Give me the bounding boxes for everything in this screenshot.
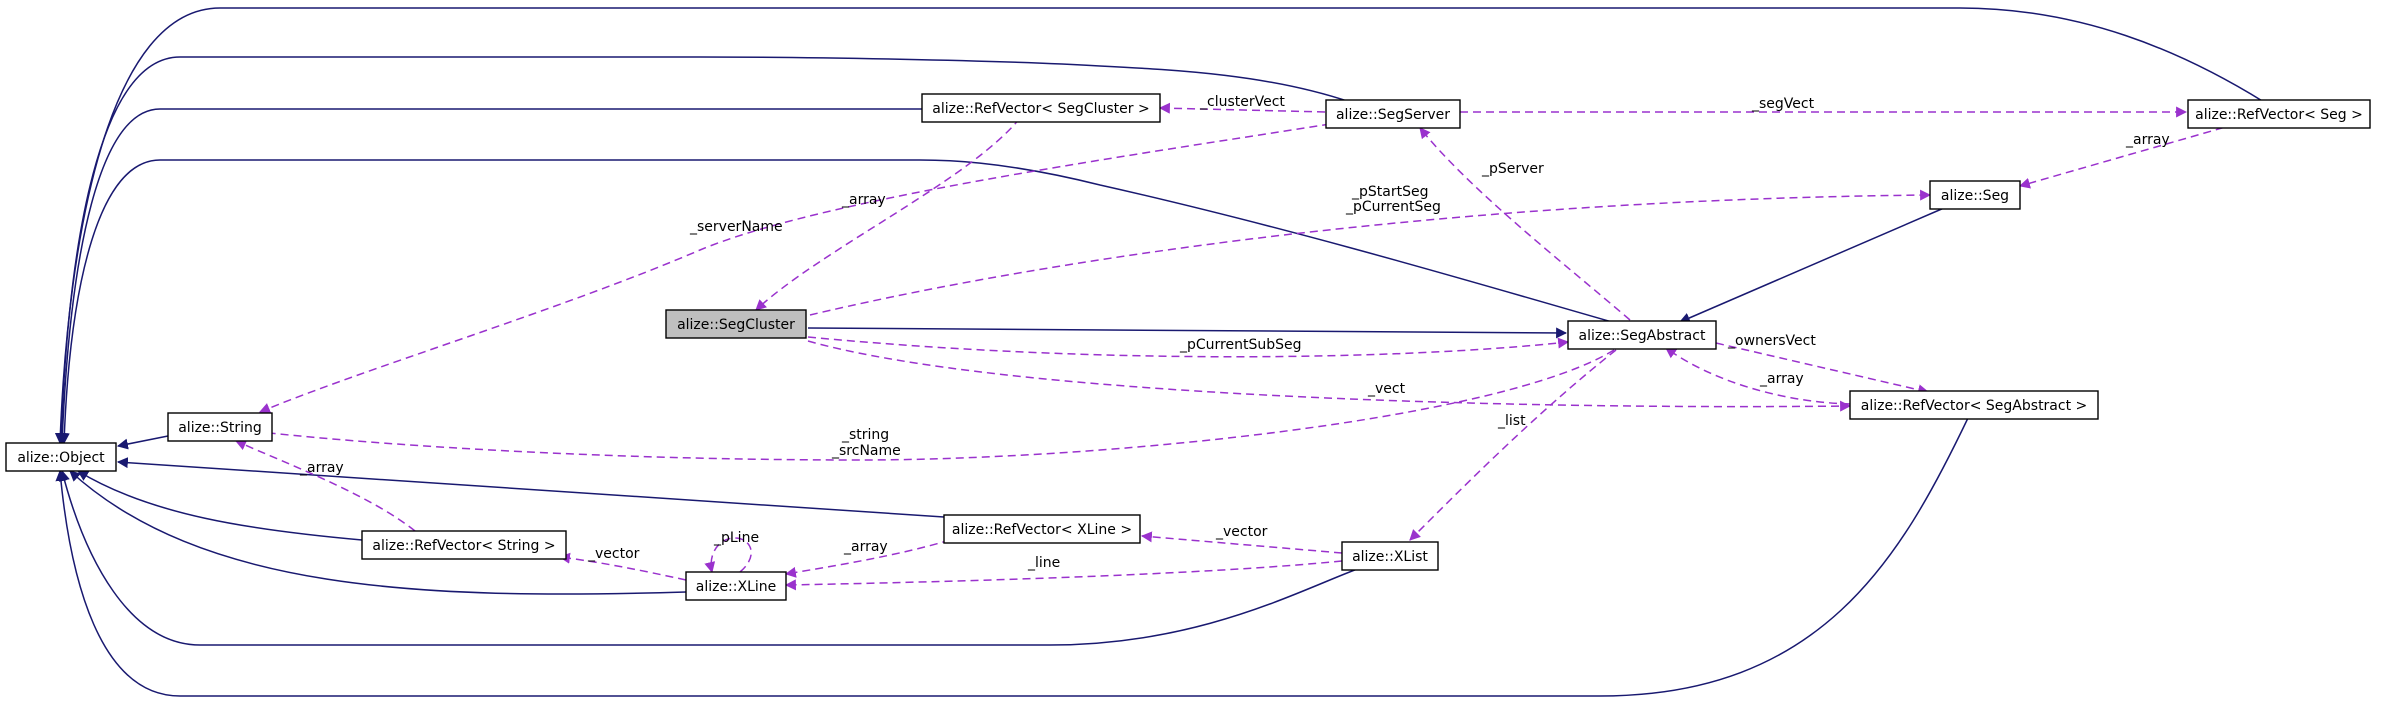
node-xline-label: alize::XLine bbox=[696, 579, 777, 595]
label-p-start-seg: _pStartSeg bbox=[1351, 184, 1428, 200]
label-array-cluster: _array bbox=[841, 192, 886, 208]
edge-refvector-segcluster-object bbox=[56, 108, 922, 445]
edge-string bbox=[258, 349, 1615, 461]
edge-refvector-seg-object bbox=[54, 7, 2265, 445]
edge-refvector-string-object bbox=[77, 470, 363, 541]
label-array-string: _array bbox=[299, 460, 344, 476]
node-segcluster-label: alize::SegCluster bbox=[677, 317, 795, 333]
label-p-line: _pLine bbox=[713, 530, 759, 546]
label-vector-xline: _vector bbox=[1215, 524, 1268, 540]
node-seg[interactable]: alize::Seg bbox=[1929, 180, 2021, 210]
edge-list bbox=[1409, 349, 1617, 541]
edge-labels: _clusterVect _segVect _array _array _ser… bbox=[299, 94, 2170, 571]
edge-array-string bbox=[234, 439, 416, 532]
node-object-label: alize::Object bbox=[17, 450, 105, 466]
node-xlist-label: alize::XList bbox=[1352, 549, 1428, 565]
edge-array-seg bbox=[2018, 123, 2237, 189]
edge-vector-string bbox=[558, 552, 687, 581]
label-owners-vect: _ownersVect bbox=[1727, 333, 1816, 349]
node-xline[interactable]: alize::XLine bbox=[685, 571, 787, 601]
edge-refvector-segabstract-object bbox=[55, 417, 1969, 697]
inheritance-edges bbox=[54, 7, 2265, 697]
label-p-current-sub-seg: _pCurrentSubSeg bbox=[1179, 337, 1302, 353]
edge-string-object bbox=[116, 435, 169, 450]
node-segcluster[interactable]: alize::SegCluster bbox=[665, 309, 807, 339]
edge-array-xline bbox=[784, 539, 951, 578]
node-refvector-segabstract[interactable]: alize::RefVector< SegAbstract > bbox=[1849, 390, 2099, 420]
edge-vector-xline bbox=[1140, 531, 1343, 554]
node-refvector-string[interactable]: alize::RefVector< String > bbox=[361, 530, 567, 560]
label-p-server: _pServer bbox=[1481, 161, 1544, 177]
edge-p-line bbox=[704, 537, 752, 574]
node-refvector-segcluster-label: alize::RefVector< SegCluster > bbox=[932, 101, 1149, 117]
edge-line bbox=[784, 560, 1343, 591]
node-object[interactable]: alize::Object bbox=[5, 442, 117, 472]
node-refvector-xline-label: alize::RefVector< XLine > bbox=[952, 522, 1132, 538]
label-string: _string bbox=[841, 427, 889, 443]
node-xlist[interactable]: alize::XList bbox=[1341, 541, 1439, 571]
node-refvector-segcluster[interactable]: alize::RefVector< SegCluster > bbox=[921, 93, 1161, 123]
edge-owners-vect bbox=[1715, 342, 1930, 396]
label-line: _line bbox=[1027, 555, 1060, 571]
label-list: _list bbox=[1497, 413, 1526, 429]
edge-refvector-xline-object bbox=[116, 457, 945, 518]
edge-p-current-sub-seg bbox=[807, 336, 1570, 358]
node-segserver-label: alize::SegServer bbox=[1336, 107, 1450, 123]
edge-xline-object bbox=[69, 470, 687, 595]
node-refvector-seg-label: alize::RefVector< Seg > bbox=[2195, 107, 2363, 123]
label-vector-string: _vector bbox=[587, 546, 640, 562]
nodes: alize::Object alize::String alize::RefVe… bbox=[5, 93, 2371, 601]
label-server-name: _serverName bbox=[689, 219, 783, 235]
edge-segcluster-segabstract bbox=[807, 327, 1568, 339]
node-string[interactable]: alize::String bbox=[167, 412, 273, 442]
edge-seg-segabstract bbox=[1678, 207, 1945, 324]
edge-vect bbox=[807, 340, 1852, 412]
edge-p-server bbox=[1419, 127, 1631, 321]
node-refvector-seg[interactable]: alize::RefVector< Seg > bbox=[2187, 99, 2371, 129]
node-refvector-xline[interactable]: alize::RefVector< XLine > bbox=[943, 514, 1141, 544]
label-cluster-vect: _clusterVect bbox=[1199, 94, 1285, 110]
label-array-segabstract: _array bbox=[1759, 371, 1804, 387]
usage-edges bbox=[234, 102, 2237, 591]
edge-array-cluster bbox=[755, 117, 1021, 311]
node-segabstract-label: alize::SegAbstract bbox=[1579, 328, 1706, 344]
node-segabstract[interactable]: alize::SegAbstract bbox=[1567, 320, 1717, 350]
edge-array-segabstract bbox=[1665, 347, 1851, 405]
node-string-label: alize::String bbox=[178, 420, 262, 436]
node-seg-label: alize::Seg bbox=[1941, 188, 2009, 204]
node-refvector-segabstract-label: alize::RefVector< SegAbstract > bbox=[1861, 398, 2088, 414]
edge-cluster-vect bbox=[1158, 102, 1326, 114]
edge-server-name bbox=[258, 123, 1331, 414]
label-array-seg: _array bbox=[2125, 132, 2170, 148]
node-segserver[interactable]: alize::SegServer bbox=[1325, 99, 1461, 129]
label-seg-vect: _segVect bbox=[1751, 96, 1815, 112]
label-vect: _vect bbox=[1367, 381, 1406, 397]
node-refvector-string-label: alize::RefVector< String > bbox=[372, 538, 555, 554]
label-src-name: _srcName bbox=[831, 443, 901, 459]
label-p-current-seg: _pCurrentSeg bbox=[1345, 199, 1441, 215]
edge-xlist-object bbox=[59, 469, 1361, 646]
edge-p-start-seg bbox=[809, 189, 1932, 316]
edge-segabstract-object bbox=[58, 159, 1613, 445]
label-array-xline: _array bbox=[843, 539, 888, 555]
